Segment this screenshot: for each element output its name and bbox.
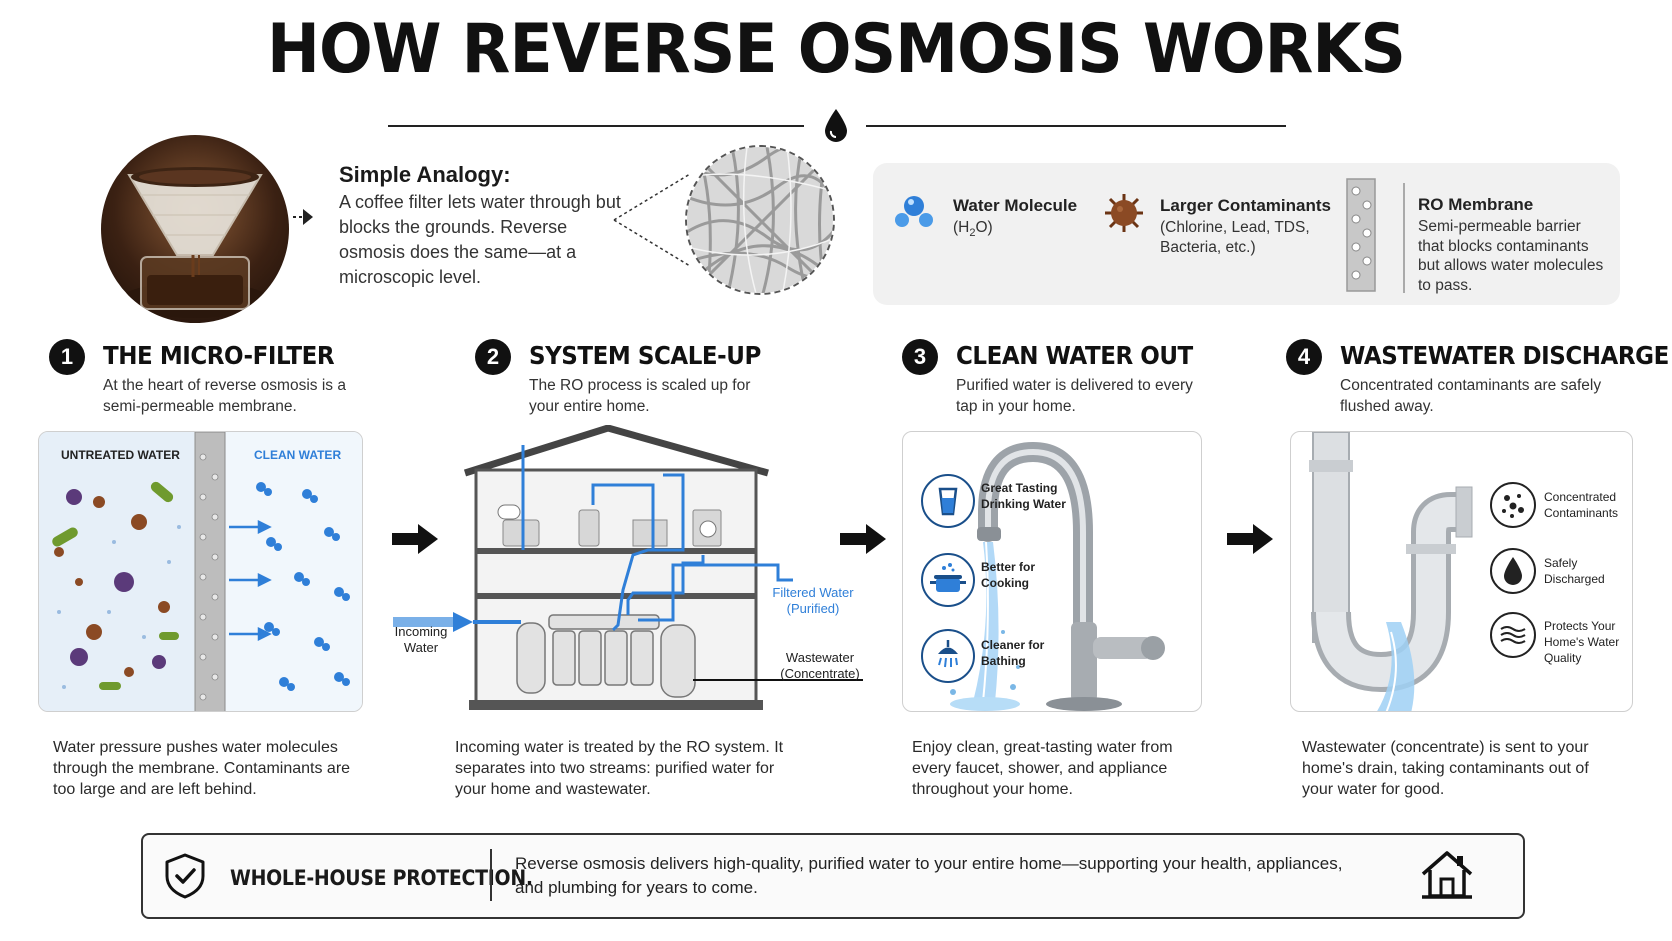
untreated-water-label: UNTREATED WATER xyxy=(61,448,180,462)
step-4-caption: Wastewater (concentrate) is sent to your… xyxy=(1302,739,1589,798)
home-system-diagram xyxy=(393,425,863,710)
step-1-number: 1 xyxy=(49,339,85,375)
micro-filter-panel xyxy=(38,431,363,712)
legend-water-text: (H2O) xyxy=(953,219,993,240)
banner-divider xyxy=(490,849,492,901)
title-rule-left xyxy=(388,125,804,127)
step-2-caption: Incoming water is treated by the RO syst… xyxy=(455,739,784,798)
water-molecule-icon xyxy=(895,196,933,227)
contaminant-icon xyxy=(1105,194,1143,232)
step-3-caption: Enjoy clean, great-tasting water from ev… xyxy=(912,739,1173,798)
legend-contaminants-title: Larger Contaminants xyxy=(1160,196,1331,215)
dots-icon xyxy=(1490,482,1536,528)
drain-pipe-illustration xyxy=(1309,432,1473,711)
step-4-number: 4 xyxy=(1286,339,1322,375)
title-rule-right xyxy=(866,125,1286,127)
wastewater-panel: Concentrated Contaminants Safely Dischar… xyxy=(1290,431,1633,712)
banner-text: Reverse osmosis delivers high-quality, p… xyxy=(515,854,1343,897)
clean-water-panel: Great Tasting Drinking Water Better for … xyxy=(902,431,1202,712)
micro-filter-illustration xyxy=(39,432,362,711)
legend-membrane-text: Semi-permeable barrier that blocks conta… xyxy=(1418,218,1604,294)
faucet-illustration xyxy=(950,441,1165,711)
waves-icon xyxy=(1490,612,1536,658)
step-3-number: 3 xyxy=(902,339,938,375)
legend-divider xyxy=(1403,183,1405,293)
zoom-connector-lines xyxy=(613,173,691,267)
legend-membrane-title: RO Membrane xyxy=(1418,195,1534,214)
legend-contaminants-text: (Chlorine, Lead, TDS, Bacteria, etc.) xyxy=(1160,219,1310,256)
step-2-title: SYSTEM SCALE-UP xyxy=(529,341,761,370)
glass-icon xyxy=(921,474,975,528)
shower-icon xyxy=(921,629,975,683)
water-drop-icon xyxy=(825,109,847,142)
drop-icon xyxy=(1490,548,1536,594)
feature-discharged-label: Safely Discharged xyxy=(1544,556,1605,586)
page-title: HOW REVERSE OSMOSIS WORKS xyxy=(266,10,1406,89)
step-4-title: WASTEWATER DISCHARGE xyxy=(1340,341,1669,370)
feature-concentrated-label: Concentrated Contaminants xyxy=(1544,490,1619,520)
analogy-pointer-arrow xyxy=(293,209,313,225)
analogy-title: Simple Analogy: xyxy=(339,162,511,187)
feature-drinking-label: Great Tasting Drinking Water xyxy=(981,481,1066,511)
step-arrow-1 xyxy=(392,524,438,554)
pot-icon xyxy=(921,553,975,607)
shield-check-icon xyxy=(165,853,205,899)
whole-house-banner xyxy=(141,833,1525,919)
banner-title: WHOLE-HOUSE PROTECTION. xyxy=(230,866,533,890)
legend-panel xyxy=(873,163,1620,305)
membrane-mesh-closeup xyxy=(685,145,835,295)
step-3-title: CLEAN WATER OUT xyxy=(956,341,1193,370)
filtered-water-label: Filtered Water (Purified) xyxy=(772,585,854,616)
feature-protects-label: Protects Your Home's Water Quality xyxy=(1544,619,1620,665)
feature-cooking-label: Better for Cooking xyxy=(981,560,1036,590)
wastewater-label: Wastewater (Concentrate) xyxy=(780,650,860,681)
incoming-water-label: Incoming Water xyxy=(394,624,448,655)
step-arrow-2 xyxy=(840,524,886,554)
analogy-text: A coffee filter lets water through but b… xyxy=(339,192,621,287)
step-1-subtitle: At the heart of reverse osmosis is a sem… xyxy=(103,377,346,415)
step-arrow-3 xyxy=(1227,524,1273,554)
legend-water-title: Water Molecule xyxy=(953,196,1078,215)
feature-bathing-label: Cleaner for Bathing xyxy=(981,638,1045,668)
clean-water-label: CLEAN WATER xyxy=(254,448,342,462)
step-1-caption: Water pressure pushes water molecules th… xyxy=(53,739,351,798)
coffee-filter-image xyxy=(101,135,289,323)
step-4-subtitle: Concentrated contaminants are safely flu… xyxy=(1340,377,1602,415)
step-1-title: THE MICRO-FILTER xyxy=(103,341,335,370)
step-2-number: 2 xyxy=(475,339,511,375)
membrane-icon xyxy=(1346,178,1376,292)
step-2-subtitle: The RO process is scaled up for your ent… xyxy=(529,377,751,415)
house-icon xyxy=(1421,851,1473,899)
step-3-subtitle: Purified water is delivered to every tap… xyxy=(956,377,1193,415)
